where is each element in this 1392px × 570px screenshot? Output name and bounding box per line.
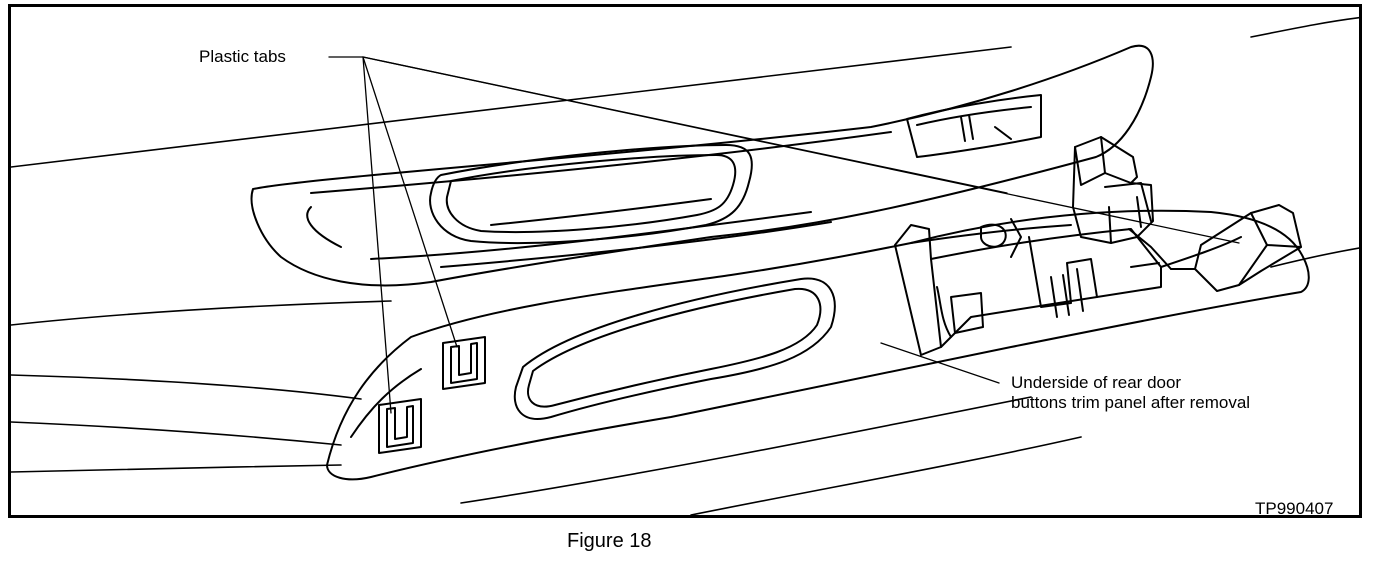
underside-label-line1: Underside of rear door bbox=[1011, 373, 1182, 392]
figure-frame: Plastic tabs Underside of rear door butt… bbox=[8, 4, 1362, 518]
figure-caption: Figure 18 bbox=[567, 530, 652, 552]
trim-panel bbox=[326, 209, 1310, 481]
leader-to-lower-tab bbox=[362, 56, 392, 414]
leader-to-right-tab bbox=[362, 56, 1240, 244]
leader-to-upper-tab bbox=[362, 56, 458, 348]
switch-block bbox=[1072, 136, 1154, 244]
plastic-tab-clips bbox=[378, 336, 486, 454]
plastic-tabs-label: Plastic tabs bbox=[199, 47, 286, 66]
door-trim-illustration bbox=[11, 16, 1359, 515]
tab-clip-lower bbox=[378, 398, 422, 454]
pivot-tab bbox=[1170, 204, 1302, 292]
figure-code: TP990407 bbox=[1255, 499, 1334, 518]
leader-lines bbox=[328, 56, 1240, 414]
window-switch bbox=[906, 94, 1042, 158]
leader-underside bbox=[880, 342, 1000, 384]
upper-handle-pocket bbox=[429, 144, 753, 244]
underside-label: Underside of rear door buttons trim pane… bbox=[1011, 373, 1250, 413]
lower-handle-pocket bbox=[513, 277, 836, 420]
door-armrest bbox=[250, 44, 1154, 287]
tab-clip-upper bbox=[442, 336, 486, 390]
switch-housing bbox=[894, 218, 1242, 356]
underside-label-line2: buttons trim panel after removal bbox=[1011, 393, 1251, 412]
